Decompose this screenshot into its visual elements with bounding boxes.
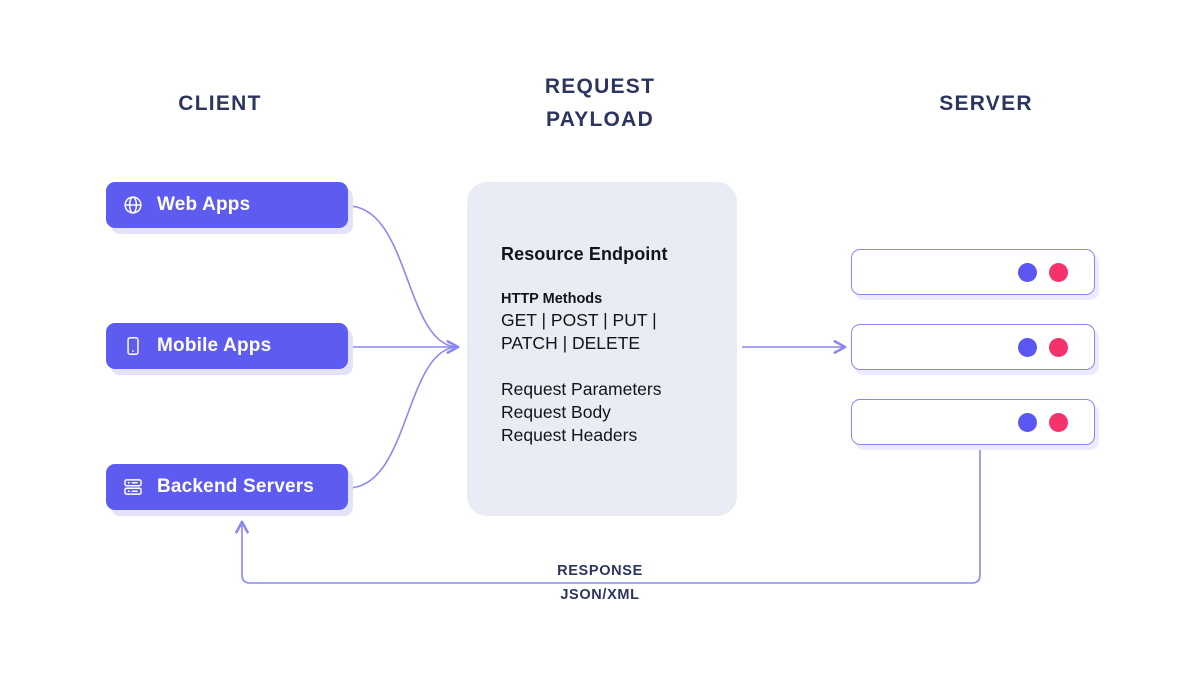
column-heading-server: SERVER (939, 92, 1033, 115)
payload-methods-list: GET | POST | PUT | PATCH | DELETE (501, 310, 657, 353)
column-heading-payload: REQUEST PAYLOAD (544, 75, 656, 131)
response-label-secondary: JSON/XML (560, 587, 640, 603)
column-heading-client: CLIENT (178, 92, 262, 115)
request-payload-content: Resource Endpoint HTTP Methods GET | POS… (501, 244, 721, 447)
status-dot-blue (1018, 412, 1037, 432)
server-box[interactable] (851, 324, 1095, 370)
payload-request-parts: Request Parameters Request Body Request … (501, 378, 662, 445)
client-item-label: Mobile Apps (157, 335, 272, 356)
payload-methods-label: HTTP Methods (501, 291, 603, 307)
client-item-mobile-apps[interactable]: Mobile Apps (106, 323, 348, 369)
status-dot-blue (1018, 337, 1037, 357)
client-item-web-apps[interactable]: Web Apps (106, 182, 348, 228)
server-box[interactable] (851, 399, 1095, 445)
mobile-phone-icon (127, 337, 139, 355)
globe-icon (124, 196, 142, 214)
server-box[interactable] (851, 249, 1095, 295)
status-dot-pink (1049, 337, 1068, 357)
client-item-backend-servers[interactable]: Backend Servers (106, 464, 348, 510)
payload-title: Resource Endpoint (501, 244, 668, 264)
client-item-label: Web Apps (157, 194, 251, 215)
server-stack-icon (124, 479, 142, 495)
status-dot-blue (1018, 262, 1037, 282)
response-label-primary: RESPONSE (557, 563, 643, 579)
payload-spacer (501, 355, 721, 378)
status-dot-pink (1049, 262, 1068, 282)
client-item-label: Backend Servers (157, 476, 315, 497)
status-dot-pink (1049, 412, 1068, 432)
request-payload-card: Resource Endpoint HTTP Methods GET | POS… (467, 182, 737, 516)
